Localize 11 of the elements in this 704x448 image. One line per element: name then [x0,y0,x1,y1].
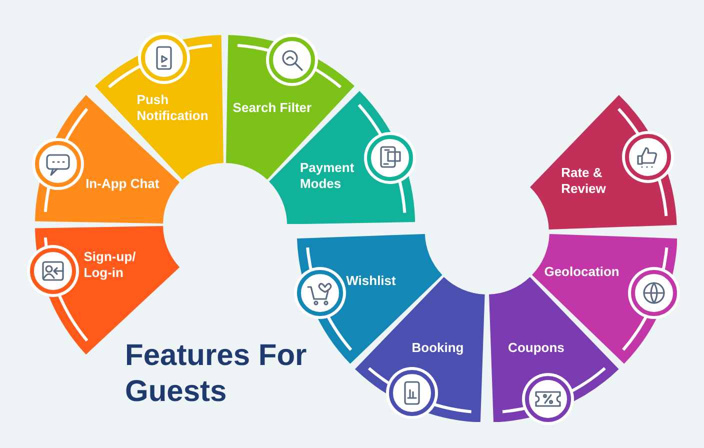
segment-label: Rate & Review [561,164,607,197]
segment-label: Sign-up/ Log-in [84,249,137,282]
segment-label: In-App Chat [86,176,160,192]
segment-label: Coupons [508,340,564,356]
segment-label: Search Filter [232,100,312,116]
segment-label: Push Notification [136,92,210,124]
segment-label: Payment Modes [300,160,356,192]
title: Features For Guests [125,338,308,410]
segment-label: Wishlist [346,273,396,290]
segment-label: Booking [412,340,464,356]
segment-label: Geolocation [544,264,620,280]
